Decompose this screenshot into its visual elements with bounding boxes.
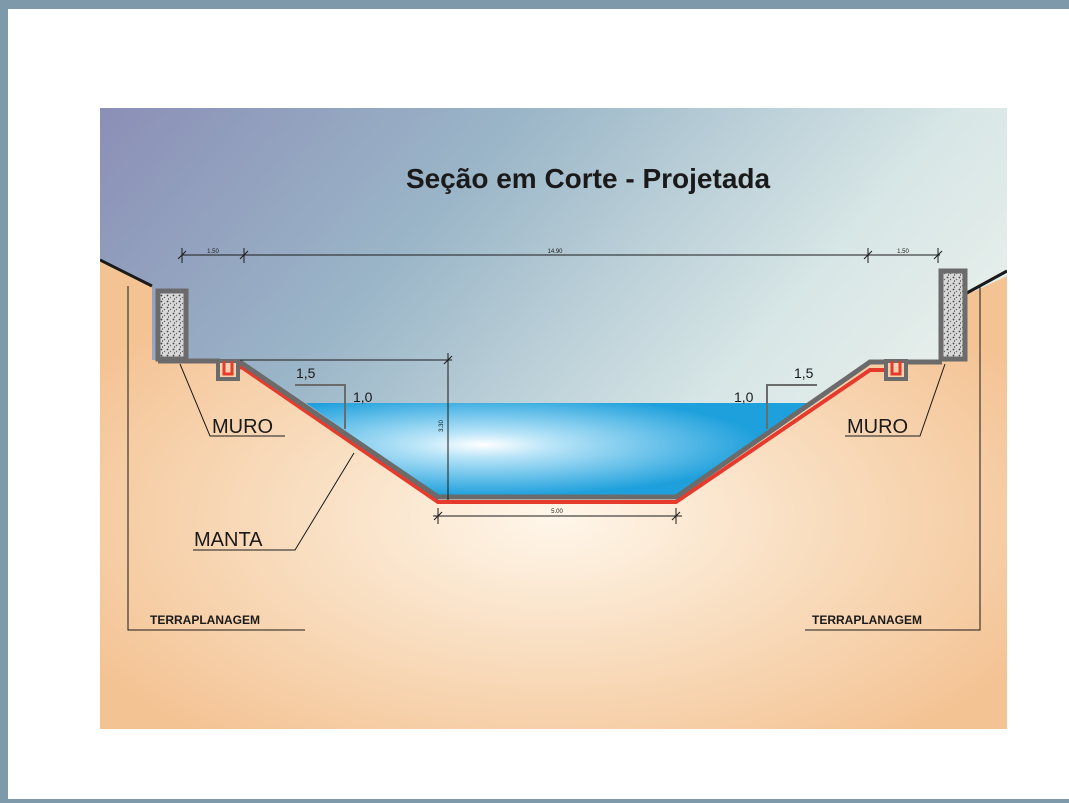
- wall-left: [155, 288, 189, 362]
- ground-surface-right: [964, 269, 1007, 296]
- label-manta: MANTA: [194, 529, 263, 551]
- label-terraplanagem-right: TERRAPLANAGEM: [812, 613, 922, 627]
- ground-surface-left: [100, 258, 153, 288]
- anchor-trench-right-liner: [890, 361, 902, 376]
- leader-lines: [127, 286, 981, 631]
- dimension-bottom-width: 5.00: [551, 509, 563, 515]
- dimension-top: [177, 248, 943, 263]
- wall-right: [938, 268, 968, 362]
- label-terraplanagem-left: TERRAPLANAGEM: [150, 613, 260, 627]
- cross-section-drawing: 1.50 14.90 1.50 3.30 5.00 1,5 1,0 1,5 1,…: [100, 108, 1007, 729]
- diagram-title: Seção em Corte - Projetada: [406, 163, 771, 194]
- dimension-right-berm: 1.50: [897, 249, 909, 255]
- label-muro-left: MURO: [212, 416, 273, 438]
- slope-triangle-right: [766, 384, 817, 429]
- anchor-trench-left-liner: [222, 361, 234, 376]
- water-body: [306, 403, 812, 496]
- slope-right-vertical: 1,0: [734, 389, 754, 405]
- dimension-depth-line: [240, 353, 453, 500]
- slope-triangle-left: [295, 384, 346, 429]
- dimension-depth: 3.30: [439, 420, 445, 432]
- dimension-bottom: [433, 508, 682, 524]
- dimension-left-berm: 1.50: [207, 249, 219, 255]
- anchor-trench-right: [884, 359, 908, 381]
- slope-left-vertical: 1,0: [353, 389, 373, 405]
- earth-ground: [100, 260, 1007, 729]
- slope-left-horizontal: 1,5: [296, 365, 316, 381]
- dimension-top-width: 14.90: [547, 249, 563, 255]
- anchor-trench-left: [216, 359, 240, 381]
- label-muro-right: MURO: [847, 416, 908, 438]
- slope-right-horizontal: 1,5: [794, 365, 814, 381]
